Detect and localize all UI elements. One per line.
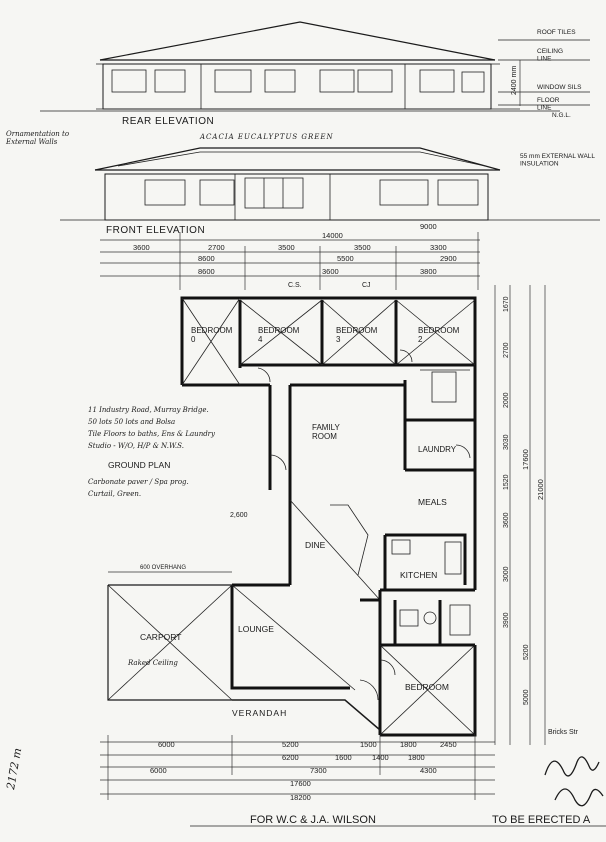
note-extra-0: Carbonate paver / Spa prog. — [88, 478, 189, 486]
bottom-row1-4: 2450 — [440, 740, 457, 749]
roof-tiles-label: ROOF TILES — [537, 29, 576, 36]
top-dimension-lines — [100, 232, 480, 290]
rear-elevation — [40, 21, 590, 112]
bottom-row3-0: 6000 — [150, 766, 167, 775]
bricks-note: Bricks Str — [548, 729, 579, 736]
right-dim-3: 3030 — [503, 434, 510, 450]
room-kitchen: KITCHEN — [400, 570, 437, 580]
dim-row1-right: 9000 — [420, 222, 437, 231]
room-main-bedroom: BEDROOM — [405, 682, 449, 692]
rear-elevation-title: REAR ELEVATION — [122, 116, 214, 127]
right-dim-9: 5000 — [523, 689, 530, 705]
front-elevation — [60, 147, 600, 221]
room-dine: DINE — [305, 540, 326, 550]
bottom-dimension-lines — [100, 735, 495, 800]
note-line-3: Studio - W/O, H/P & N.W.S. — [88, 442, 184, 450]
ngl-label: N.G.L. — [552, 112, 571, 119]
room-meals: MEALS — [418, 497, 447, 507]
bottom-row3-2: 4300 — [420, 766, 437, 775]
carport-note: Raked Ceiling — [127, 659, 178, 667]
dim-row2-4: 3300 — [430, 243, 447, 252]
bottom-row3-1: 7300 — [310, 766, 327, 775]
note-line-0: 11 Industry Road, Murray Bridge. — [88, 406, 209, 414]
dim-row3-2: 2900 — [440, 254, 457, 263]
note-line-2: Tile Floors to baths, Ens & Laundry — [88, 430, 216, 438]
floor-plan-walls — [107, 296, 477, 737]
room-lounge: LOUNGE — [238, 624, 274, 634]
bottom-row1-3: 1800 — [400, 740, 417, 749]
right-dimension-lines — [494, 285, 546, 745]
colour-note: ACACIA EUCALYPTUS GREEN — [199, 133, 334, 141]
dim-row3-1: 5500 — [337, 254, 354, 263]
dim-row2-2: 3500 — [278, 243, 295, 252]
bottom-row1-1: 5200 — [282, 740, 299, 749]
dim-row3-0: 8600 — [198, 254, 215, 263]
margin-area-note: 2172 m — [4, 747, 24, 792]
bottom-row4-total: 17600 — [290, 779, 311, 788]
ground-plan-title: GROUND PLAN — [108, 460, 170, 470]
window-sills-label: WINDOW SILS — [537, 84, 582, 91]
cs-marker: C.S. — [288, 282, 302, 289]
dim-row1-total: 14000 — [322, 231, 343, 240]
bottom-row2-3: 1800 — [408, 753, 425, 762]
bottom-row2-1: 1600 — [335, 753, 352, 762]
note-line-1: 50 lots 50 lots and Bolsa — [88, 418, 175, 426]
footer-client: FOR W.C & J.A. WILSON — [250, 814, 376, 826]
room-carport: CARPORT — [140, 632, 181, 642]
dim-row2-1: 2700 — [208, 243, 225, 252]
dim-row2-3: 3500 — [354, 243, 371, 252]
room-verandah: VERANDAH — [232, 708, 287, 718]
right-dim-1: 2700 — [503, 342, 510, 358]
dim-row4-1: 3600 — [322, 267, 339, 276]
footer-erected: TO BE ERECTED A — [492, 814, 591, 826]
right-dim-8: 5200 — [523, 644, 530, 660]
right-dim-0: 1670 — [503, 296, 510, 312]
right-dim-7: 3900 — [503, 612, 510, 628]
bottom-row1-0: 6000 — [158, 740, 175, 749]
right-total-1: 21000 — [536, 479, 545, 500]
room-laundry: LAUNDRY — [418, 445, 457, 454]
overhang-label: 600 OVERHANG — [140, 565, 186, 571]
right-total-0: 17600 — [521, 449, 530, 470]
bottom-row1-2: 1500 — [360, 740, 377, 749]
bottom-row2-2: 1400 — [372, 753, 389, 762]
dim-2600: 2,600 — [230, 512, 248, 519]
signature-mark — [544, 756, 604, 807]
bottom-row5-total: 18200 — [290, 793, 311, 802]
cj-marker: CJ — [362, 282, 371, 289]
right-dim-6: 3000 — [503, 566, 510, 582]
right-dim-5: 3600 — [503, 512, 510, 528]
dim-row4-0: 8600 — [198, 267, 215, 276]
right-dim-2: 2000 — [503, 392, 510, 408]
dim-row2-0: 3600 — [133, 243, 150, 252]
front-elevation-title: FRONT ELEVATION — [106, 225, 205, 236]
height-dimension: 2400 mm — [511, 66, 518, 95]
note-extra-1: Curtail, Green. — [88, 490, 141, 498]
right-dim-4: 1520 — [503, 474, 510, 490]
dim-row4-2: 3800 — [420, 267, 437, 276]
bottom-row2-0: 6200 — [282, 753, 299, 762]
